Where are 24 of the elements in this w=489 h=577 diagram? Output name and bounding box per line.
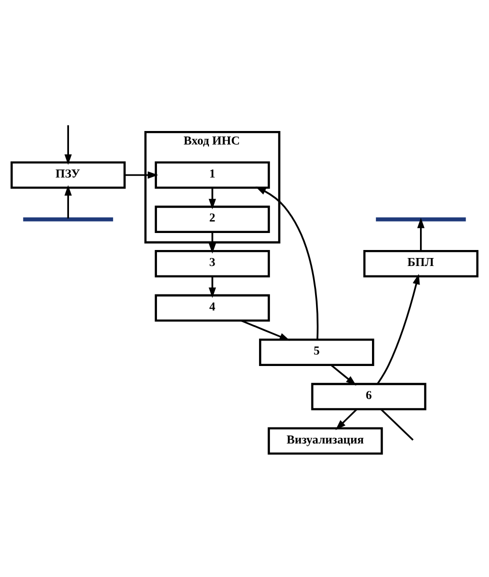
arrow: [376, 273, 420, 384]
arrow: [208, 232, 216, 254]
arrow: [208, 187, 216, 209]
node-bar: [376, 216, 466, 221]
arrow: [208, 276, 216, 298]
node-box: 4: [154, 294, 270, 322]
node-bar: [23, 216, 114, 221]
arrow: [64, 184, 72, 218]
arrow: [240, 319, 290, 340]
arrow: [256, 186, 318, 339]
node-box: БПЛ: [363, 250, 478, 277]
node-box: 3: [154, 250, 270, 277]
arrow: [335, 408, 358, 430]
arrow: [417, 217, 425, 250]
node-box: 2: [154, 205, 270, 233]
node-box: Визуализация: [268, 426, 383, 454]
arrow: [330, 364, 356, 386]
node-box: 6: [311, 382, 426, 410]
arrow: [124, 170, 158, 178]
arrow: [64, 124, 72, 164]
node-box: ПЗУ: [10, 160, 126, 188]
node-box: 1: [154, 160, 270, 188]
connector: [380, 408, 414, 440]
node-box: 5: [259, 338, 374, 366]
